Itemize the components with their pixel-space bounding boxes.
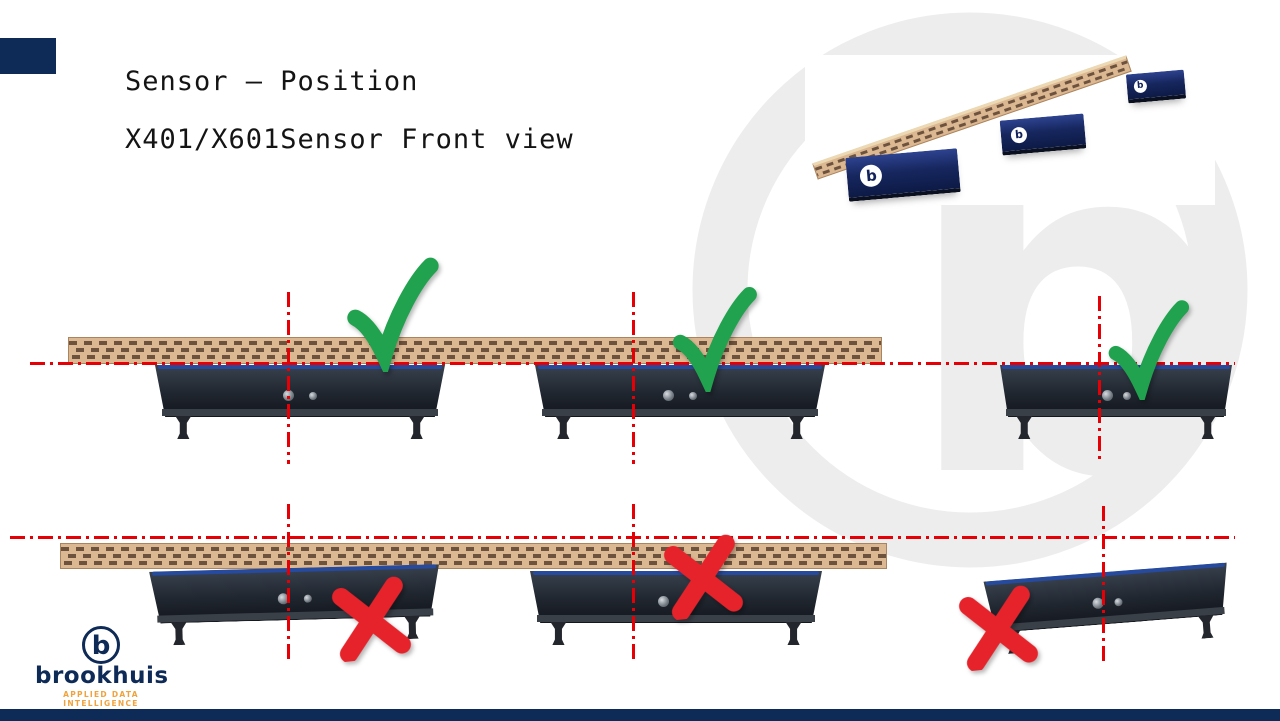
guide-line-vertical — [1098, 296, 1101, 460]
sensor-base-plate — [1005, 409, 1227, 416]
page-subtitle: X401/X601Sensor Front view — [125, 124, 574, 155]
sensor-foot — [408, 416, 425, 439]
guide-line-vertical — [632, 292, 635, 464]
cross-icon — [656, 527, 751, 622]
sensor-top-edge — [157, 365, 443, 369]
guide-line-vertical — [632, 504, 635, 662]
sensor-logo-badge: b — [859, 163, 884, 188]
sensor-connector-icon — [688, 392, 697, 400]
sensor-base-plate — [162, 409, 438, 416]
badge-letter: b — [1014, 127, 1024, 142]
product-photo: b b b — [805, 55, 1215, 205]
sensor-logo-badge: b — [1010, 125, 1028, 144]
footer-bar — [0, 709, 1280, 721]
guide-line-vertical — [287, 292, 290, 464]
checkmark-icon — [668, 282, 760, 392]
page-title: Sensor – Position — [125, 66, 419, 97]
sensor-connector-icon — [308, 392, 317, 400]
brookhuis-logo-name: brookhuis — [35, 663, 169, 689]
sensor-correct-1 — [155, 365, 445, 439]
sensor-connector-icon — [303, 594, 312, 603]
sensor-foot — [1199, 416, 1216, 439]
wood-beam-bottom — [60, 543, 887, 569]
checkmark-icon — [342, 252, 442, 372]
sensor-foot — [1198, 615, 1216, 639]
sensor-logo-badge: b — [1133, 78, 1148, 93]
sensor-foot — [1016, 416, 1033, 439]
sensor-foot — [171, 622, 188, 645]
guide-line-vertical — [1102, 506, 1105, 666]
sensor-foot — [175, 416, 192, 439]
badge-letter: b — [865, 166, 878, 186]
sensor-foot — [550, 622, 567, 645]
brookhuis-logo-tagline: APPLIED DATA INTELLIGENCE — [63, 690, 139, 709]
sensor-foot — [788, 416, 805, 439]
sensor-base-plate — [542, 409, 818, 416]
logo-letter: b — [91, 631, 111, 661]
badge-letter: b — [1136, 80, 1144, 92]
guide-line-horizontal-bottom — [10, 536, 1235, 539]
guide-line-vertical — [287, 504, 290, 662]
brookhuis-logo-icon: b — [82, 626, 120, 664]
sensor-foot — [785, 622, 802, 645]
corner-accent-block — [0, 38, 56, 74]
checkmark-icon — [1104, 296, 1192, 400]
sensor-body — [155, 365, 445, 417]
sensor-connector-icon — [658, 596, 670, 607]
sensor-foot — [555, 416, 572, 439]
sensor-connector-icon — [662, 390, 674, 401]
photo-sensor-medium: b — [999, 113, 1087, 156]
cross-icon — [951, 578, 1046, 673]
photo-sensor-large: b — [845, 148, 961, 202]
cross-icon — [324, 569, 419, 664]
sensor-top-edge — [537, 365, 823, 369]
photo-sensor-small: b — [1125, 69, 1187, 104]
brookhuis-logo: b brookhuis APPLIED DATA INTELLIGENCE — [35, 626, 169, 709]
sensor-top-edge — [532, 571, 820, 575]
title-block: Sensor – Position X401/X601Sensor Front … — [125, 66, 574, 155]
